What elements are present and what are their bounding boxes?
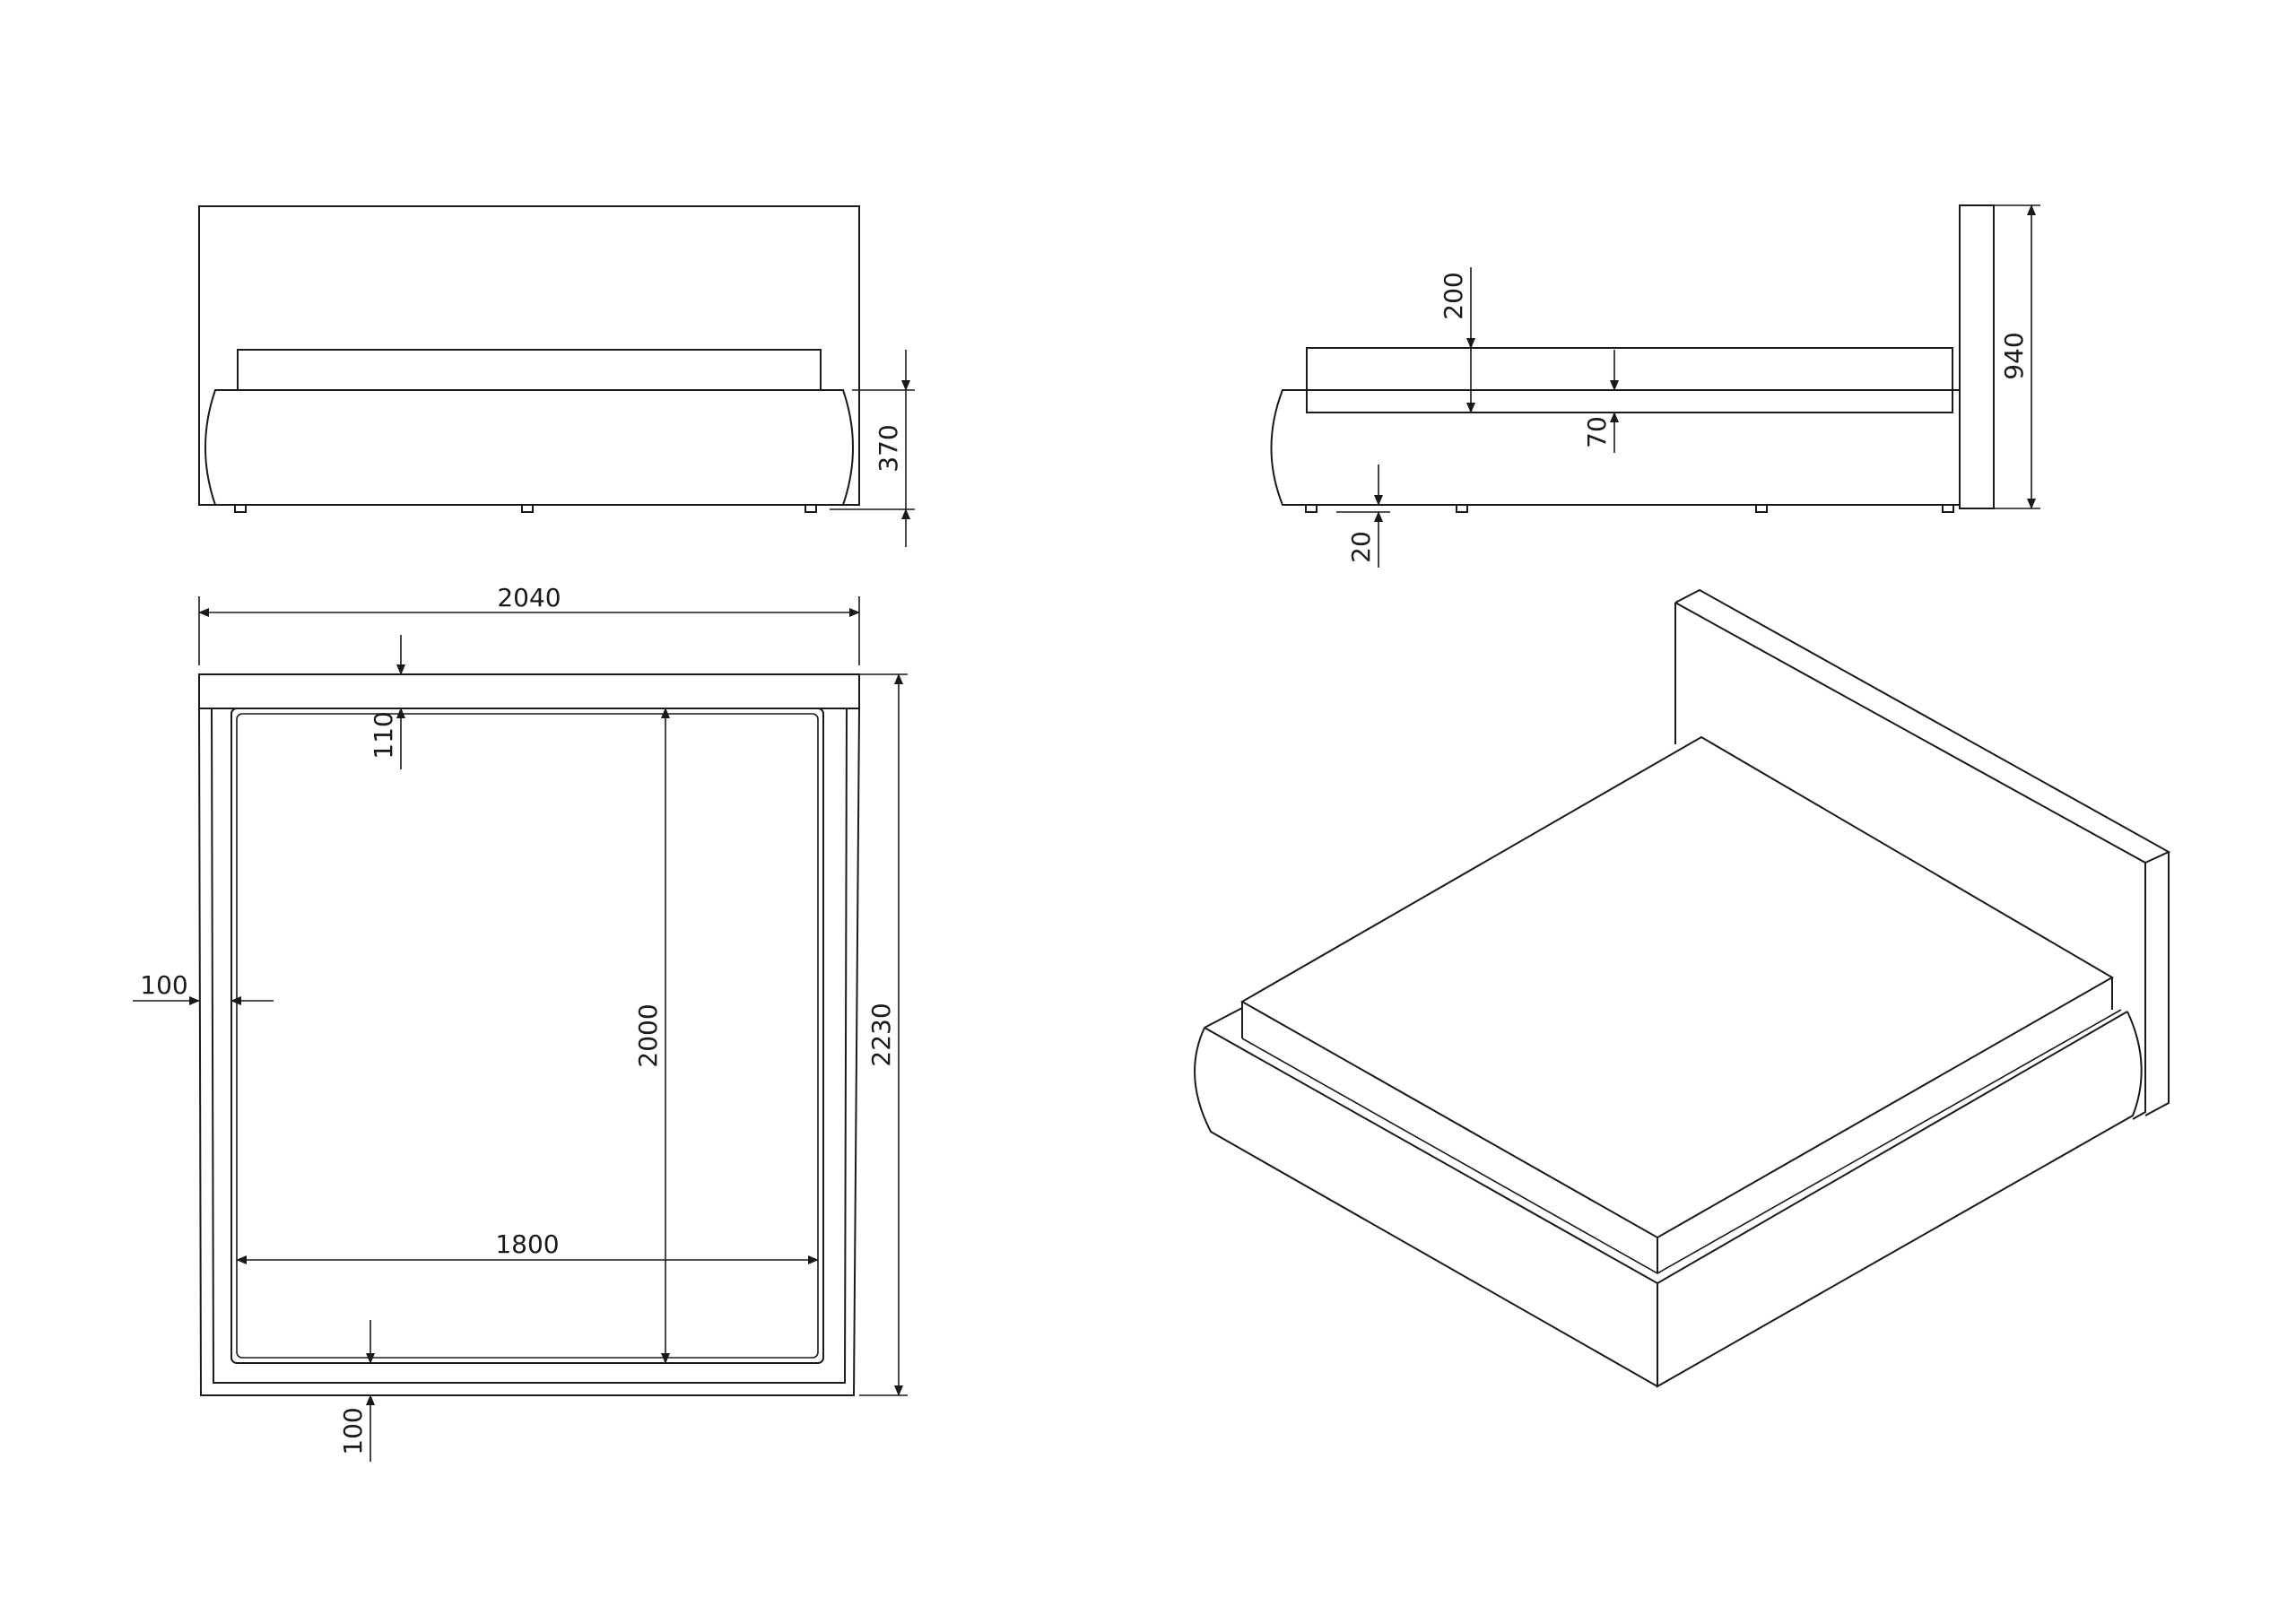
iso-base-front — [1657, 1011, 2143, 1388]
side-mattress — [1306, 347, 1953, 413]
plan-mattress-length-label: 2000 — [633, 1003, 663, 1067]
side-headboard — [1959, 204, 1995, 509]
plan-headboard — [198, 673, 860, 709]
front-foot-right — [804, 504, 817, 513]
front-headboard — [198, 205, 860, 506]
front-foot-mid — [521, 504, 534, 513]
side-foot-4 — [1942, 504, 1954, 513]
side-headboard-height-label: 940 — [1999, 332, 2029, 379]
iso-mattress-top — [1239, 735, 2114, 1239]
front-bed-base — [204, 389, 854, 506]
plan-mattress-width-label: 1800 — [495, 1229, 559, 1259]
side-headboard-height-dimension: 940 — [1994, 204, 2040, 509]
plan-side-rail-dimension: 100 — [133, 970, 274, 1005]
plan-frame — [198, 708, 860, 1396]
side-bed-base — [1270, 389, 1960, 506]
plan-side-rail-label: 100 — [140, 970, 187, 1000]
front-height-label: 370 — [874, 424, 903, 472]
iso-headboard-front — [1674, 602, 2146, 1120]
side-mattress-recess-label: 70 — [1582, 416, 1612, 448]
side-mattress-recess-dimension: 70 — [1582, 350, 1619, 453]
side-foot-1 — [1305, 504, 1318, 513]
side-mattress-height-label: 200 — [1439, 272, 1468, 319]
iso-base-inner-edge — [1241, 1009, 2122, 1274]
plan-frame-inner — [211, 708, 848, 1384]
plan-mattress-length-dimension: 2000 — [633, 708, 670, 1364]
iso-headboard-side — [2144, 852, 2170, 1116]
plan-total-length-label: 2230 — [866, 1003, 896, 1066]
plan-headboard-depth-dimension: 110 — [369, 635, 405, 769]
plan-total-length-dimension: 2230 — [859, 673, 908, 1396]
side-view: 200 70 20 940 — [1270, 204, 2040, 568]
plan-foot-rail-label: 100 — [338, 1407, 368, 1455]
front-mattress — [237, 349, 822, 391]
iso-base-top-edge — [1204, 1007, 2128, 1285]
iso-headboard-top — [1674, 588, 2171, 864]
front-height-dimension: 370 — [830, 350, 915, 547]
plan-total-width-dimension: 2040 — [198, 583, 860, 665]
iso-mattress-front-side — [1657, 977, 2113, 1273]
side-mattress-height-dimension: 200 — [1439, 267, 1475, 413]
plan-mattress-inner — [236, 713, 819, 1359]
isometric-view — [1194, 588, 2171, 1388]
iso-base-roll — [1194, 1027, 1658, 1387]
front-foot-left — [234, 504, 247, 513]
side-foot-3 — [1755, 504, 1768, 513]
side-leg-height-dimension: 20 — [1336, 465, 1390, 568]
front-view: 370 — [198, 205, 915, 547]
side-foot-2 — [1456, 504, 1468, 513]
plan-foot-rail-dimension: 100 — [338, 1320, 375, 1462]
plan-mattress-width-dimension: 1800 — [236, 1229, 819, 1264]
plan-total-width-label: 2040 — [497, 583, 561, 612]
plan-view: 2040 110 100 2000 2230 1800 — [133, 583, 908, 1462]
plan-headboard-depth-label: 110 — [369, 711, 398, 759]
plan-mattress-outer — [230, 708, 824, 1364]
side-leg-height-label: 20 — [1346, 531, 1376, 563]
